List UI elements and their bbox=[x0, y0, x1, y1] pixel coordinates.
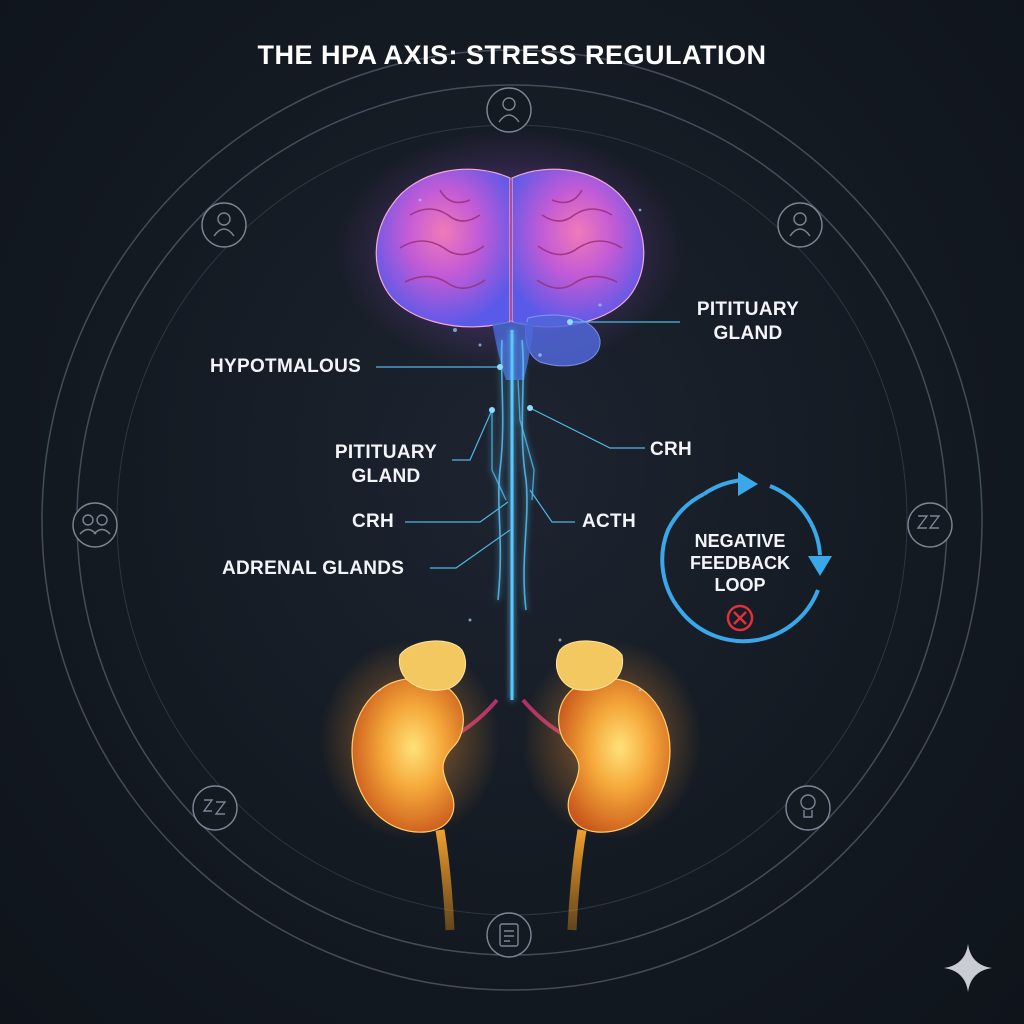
label-pituitary-left-line2: GLAND bbox=[351, 466, 421, 487]
label-pituitary-right-line1: PITITUARY bbox=[696, 299, 800, 320]
feedback-arrow-top bbox=[738, 472, 758, 496]
feedback-arc-right bbox=[769, 484, 822, 556]
kidney-left bbox=[320, 640, 500, 931]
label-pituitary-gland-right: PITITUARY GLAND bbox=[678, 298, 818, 346]
leader-crh-left bbox=[405, 501, 509, 523]
person-icon bbox=[486, 87, 532, 133]
person-icon bbox=[201, 202, 247, 248]
inhibit-icon bbox=[726, 604, 754, 632]
sleep-icon bbox=[192, 785, 238, 831]
outer-ring bbox=[41, 49, 983, 991]
feedback-line3: LOOP bbox=[714, 575, 766, 595]
nerve-column bbox=[491, 330, 535, 700]
lightbulb-icon bbox=[785, 785, 831, 831]
feedback-line2: FEEDBACK bbox=[689, 553, 790, 573]
group-icon bbox=[72, 502, 118, 548]
leader-acth bbox=[529, 489, 575, 523]
leader-pituitary-left bbox=[452, 409, 493, 461]
label-hypothalamus: HYPOTMALOUS bbox=[210, 356, 362, 377]
label-pituitary-gland-left: PITITUARY GLAND bbox=[316, 441, 456, 489]
label-pituitary-right-line2: GLAND bbox=[713, 323, 783, 344]
feedback-loop bbox=[660, 472, 832, 644]
feedback-arc-bottom bbox=[660, 492, 820, 644]
leader-crh-right bbox=[529, 407, 645, 449]
label-crh-left: CRH bbox=[352, 511, 395, 532]
adrenal-gland-left bbox=[398, 640, 467, 691]
feedback-line1: NEGATIVE bbox=[694, 531, 786, 551]
page-title: THE HPA AXIS: STRESS REGULATION bbox=[257, 40, 767, 70]
feedback-arrow-right bbox=[808, 556, 832, 576]
sparkles bbox=[378, 198, 642, 692]
sparkle-star-icon bbox=[944, 944, 992, 992]
label-crh-right: CRH bbox=[650, 439, 693, 460]
label-acth: ACTH bbox=[582, 511, 636, 532]
feedback-loop-label: NEGATIVE FEEDBACK LOOP bbox=[670, 530, 810, 596]
sleep-icon bbox=[907, 502, 953, 548]
leader-adrenal bbox=[430, 529, 511, 569]
person-icon bbox=[777, 202, 823, 248]
leader-lines bbox=[376, 319, 680, 569]
adrenal-gland-right bbox=[555, 640, 624, 691]
label-pituitary-left-line1: PITITUARY bbox=[334, 442, 438, 463]
brain bbox=[335, 130, 685, 380]
label-adrenal-glands: ADRENAL GLANDS bbox=[222, 558, 405, 579]
kidney-right bbox=[522, 640, 702, 931]
